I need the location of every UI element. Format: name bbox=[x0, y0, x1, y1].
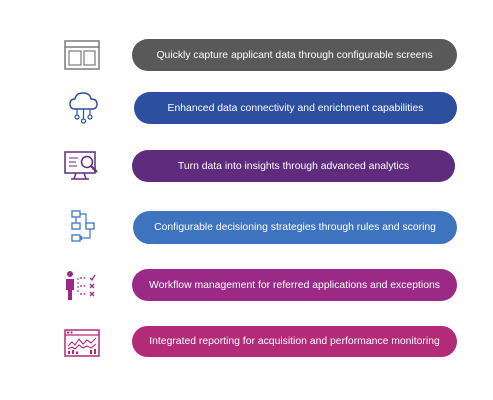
flowchart-icon bbox=[64, 208, 104, 244]
monitor-analytics-icon bbox=[62, 148, 102, 184]
person-checklist-icon bbox=[60, 268, 100, 304]
report-dashboard-icon bbox=[62, 326, 102, 362]
cloud-network-icon bbox=[64, 89, 104, 125]
feature-pill-analytics: Turn data into insights through advanced… bbox=[132, 150, 455, 182]
screen-layout-icon bbox=[62, 37, 102, 73]
feature-pill-capture: Quickly capture applicant data through c… bbox=[132, 39, 457, 71]
feature-pill-workflow: Workflow management for referred applica… bbox=[132, 269, 457, 301]
feature-pill-reporting: Integrated reporting for acquisition and… bbox=[132, 326, 457, 357]
feature-pill-connectivity: Enhanced data connectivity and enrichmen… bbox=[134, 92, 457, 124]
feature-pill-decisioning: Configurable decisioning strategies thro… bbox=[133, 211, 457, 244]
